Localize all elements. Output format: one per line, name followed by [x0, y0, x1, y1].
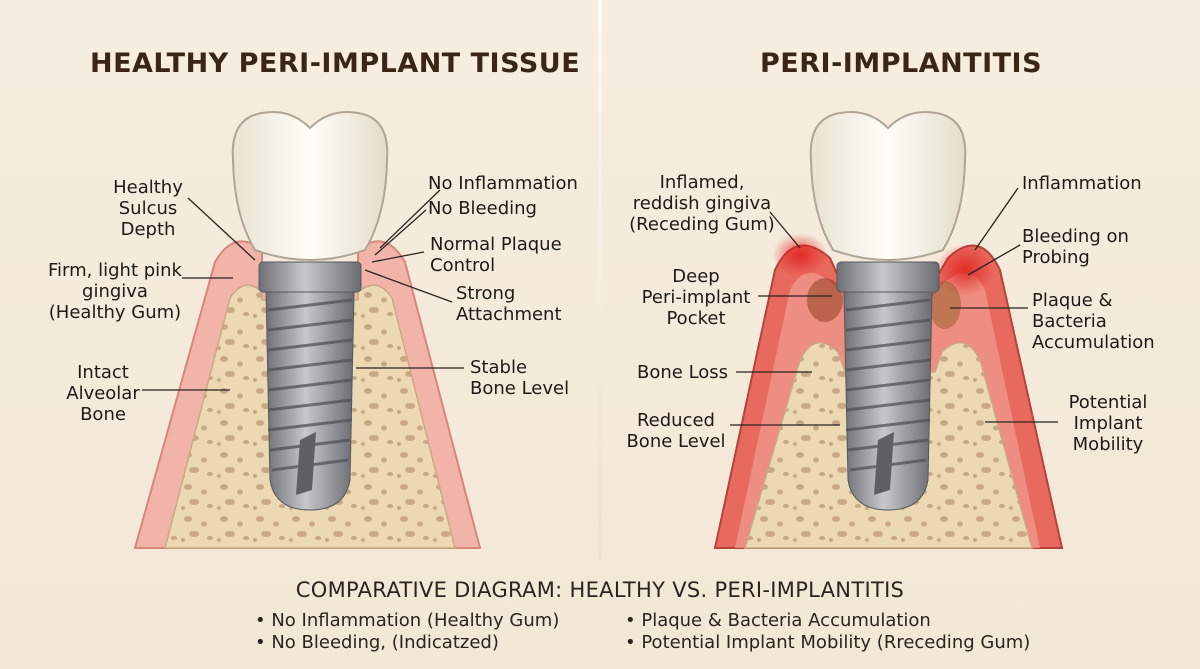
affected-implant-fixture: [836, 261, 940, 511]
label-deep-pocket: Deep Peri-implant Pocket: [641, 266, 751, 329]
label-reduced-bone: Reduced Bone Level: [626, 410, 726, 452]
label-plaque-control: Normal Plaque Control: [430, 234, 562, 276]
label-no-bleeding: No Bleeding: [428, 198, 537, 219]
periimplantitis-leader-lines: [730, 187, 1058, 426]
inflammation-glow: [772, 233, 995, 329]
healthy-panel-title: HEALTHY PERI-IMPLANT TISSUE: [90, 48, 581, 79]
healthy-leader-lines: [142, 189, 464, 391]
diagram-caption: COMPARATIVE DIAGRAM: HEALTHY VS. PERI-IM…: [295, 578, 905, 602]
label-bleeding-probing: Bleeding on Probing: [1022, 226, 1129, 268]
bullet-right-2: • Potential Implant Mobility (Rreceding …: [625, 632, 1031, 653]
label-bone-loss: Bone Loss: [637, 362, 729, 383]
healthy-implant-fixture: [258, 261, 362, 511]
label-stable-bone: Stable Bone Level: [470, 357, 570, 399]
bullet-left-2: • No Bleeding, (Indicatzed): [255, 632, 499, 653]
label-strong-attachment: Strong Attachment: [456, 283, 562, 325]
label-inflammation: Inflammation: [1022, 173, 1142, 194]
label-intact-bone: Intact Alveolar Bone: [66, 362, 140, 425]
label-healthy-sulcus: Healthy Sulcus Depth: [113, 177, 183, 240]
affected-crown: [809, 111, 967, 261]
label-healthy-gingiva: Firm, light pink gingiva (Healthy Gum): [48, 260, 182, 323]
bullet-left-1: • No Inflammation (Healthy Gum): [255, 610, 560, 631]
label-inflamed-gingiva: Inflamed, reddish gingiva (Receding Gum): [629, 172, 775, 235]
label-no-inflammation: No Inflammation: [428, 173, 578, 194]
periimplantitis-panel-title: PERI-IMPLANTITIS: [760, 48, 1043, 79]
label-plaque-bacteria: Plaque & Bacteria Accumulation: [1032, 290, 1155, 353]
bullet-right-1: • Plaque & Bacteria Accumulation: [625, 610, 931, 631]
label-implant-mobility: Potential Implant Mobility: [1068, 392, 1148, 455]
panel-divider: [598, 0, 602, 560]
healthy-crown: [231, 111, 389, 261]
